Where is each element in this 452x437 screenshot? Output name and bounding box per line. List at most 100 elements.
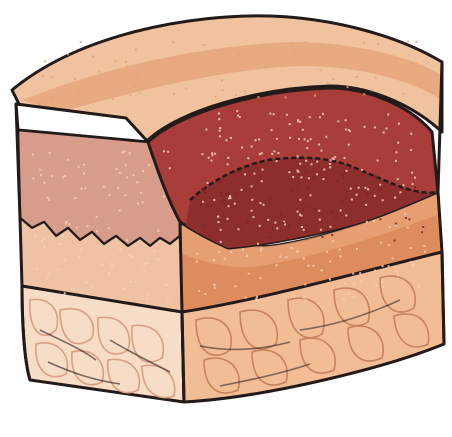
speckle-dot [410, 247, 412, 249]
speckle-dot [363, 93, 365, 95]
speckle-dot [230, 251, 232, 253]
speckle-dot [260, 202, 262, 204]
speckle-dot [319, 219, 321, 221]
speckle-dot [314, 95, 316, 97]
speckle-dot [47, 277, 49, 279]
speckle-dot [137, 203, 139, 205]
speckle-dot [272, 227, 274, 229]
speckle-dot [343, 177, 345, 179]
speckle-dot [245, 297, 247, 299]
speckle-dot [308, 177, 310, 179]
speckle-dot [229, 195, 231, 197]
speckle-dot [342, 200, 344, 202]
speckle-dot [105, 86, 107, 88]
speckle-dot [292, 176, 294, 178]
speckle-dot [93, 85, 95, 87]
speckle-dot [98, 71, 100, 73]
speckle-dot [407, 41, 409, 43]
speckle-dot [284, 224, 286, 226]
speckle-dot [227, 157, 229, 159]
speckle-dot [228, 205, 230, 207]
speckle-dot [207, 182, 209, 184]
speckle-dot [322, 113, 324, 115]
speckle-dot [122, 151, 124, 153]
speckle-dot [364, 187, 366, 189]
speckle-dot [297, 120, 299, 122]
speckle-dot [224, 258, 226, 260]
speckle-dot [318, 144, 320, 146]
speckle-dot [358, 187, 360, 189]
speckle-dot [215, 96, 217, 98]
speckle-dot [109, 194, 111, 196]
speckle-dot [214, 287, 216, 289]
speckle-dot [395, 151, 397, 153]
speckle-dot [96, 230, 98, 232]
speckle-dot [356, 248, 358, 250]
speckle-dot [356, 194, 358, 196]
speckle-dot [310, 138, 312, 140]
speckle-dot [196, 253, 198, 255]
speckle-dot [297, 155, 299, 157]
speckle-dot [372, 89, 374, 91]
speckle-dot [276, 264, 278, 266]
speckle-dot [226, 193, 228, 195]
speckle-dot [405, 217, 407, 219]
speckle-dot [205, 129, 207, 131]
speckle-dot [260, 247, 262, 249]
speckle-dot [403, 184, 405, 186]
speckle-dot [377, 160, 379, 162]
speckle-dot [49, 273, 51, 275]
speckle-dot [92, 56, 94, 58]
speckle-dot [44, 182, 46, 184]
speckle-dot [320, 229, 322, 231]
speckle-dot [400, 199, 402, 201]
speckle-dot [218, 118, 220, 120]
speckle-dot [213, 188, 215, 190]
speckle-dot [269, 197, 271, 199]
speckle-dot [203, 187, 205, 189]
speckle-dot [246, 255, 248, 257]
speckle-dot [296, 251, 298, 253]
speckle-dot [244, 91, 246, 93]
speckle-dot [394, 240, 396, 242]
speckle-dot [230, 137, 232, 139]
speckle-dot [344, 283, 346, 285]
speckle-dot [303, 229, 305, 231]
speckle-dot [203, 44, 205, 46]
speckle-dot [263, 204, 265, 206]
speckle-dot [154, 250, 156, 252]
speckle-dot [329, 279, 331, 281]
speckle-dot [213, 199, 215, 201]
speckle-dot [359, 272, 361, 274]
speckle-dot [247, 157, 249, 159]
speckle-dot [424, 251, 426, 253]
speckle-dot [34, 235, 36, 237]
speckle-dot [48, 199, 50, 201]
speckle-dot [382, 265, 384, 267]
speckle-dot [327, 82, 329, 84]
speckle-dot [312, 265, 314, 267]
speckle-dot [331, 234, 333, 236]
speckle-dot [279, 255, 281, 257]
speckle-dot [76, 227, 78, 229]
speckle-dot [140, 192, 142, 194]
speckle-dot [320, 70, 322, 72]
speckle-dot [74, 197, 76, 199]
speckle-dot [87, 225, 89, 227]
speckle-dot [260, 277, 262, 279]
speckle-dot [374, 175, 376, 177]
speckle-dot [299, 219, 301, 221]
speckle-dot [42, 75, 44, 77]
speckle-dot [163, 196, 165, 198]
speckle-dot [261, 180, 263, 182]
speckle-dot [84, 187, 86, 189]
speckle-dot [269, 113, 271, 115]
speckle-dot [224, 202, 226, 204]
speckle-dot [302, 47, 304, 49]
speckle-dot [123, 288, 125, 290]
speckle-dot [108, 227, 110, 229]
speckle-dot [248, 273, 250, 275]
speckle-dot [421, 231, 423, 233]
speckle-dot [204, 293, 206, 295]
speckle-dot [214, 284, 216, 286]
